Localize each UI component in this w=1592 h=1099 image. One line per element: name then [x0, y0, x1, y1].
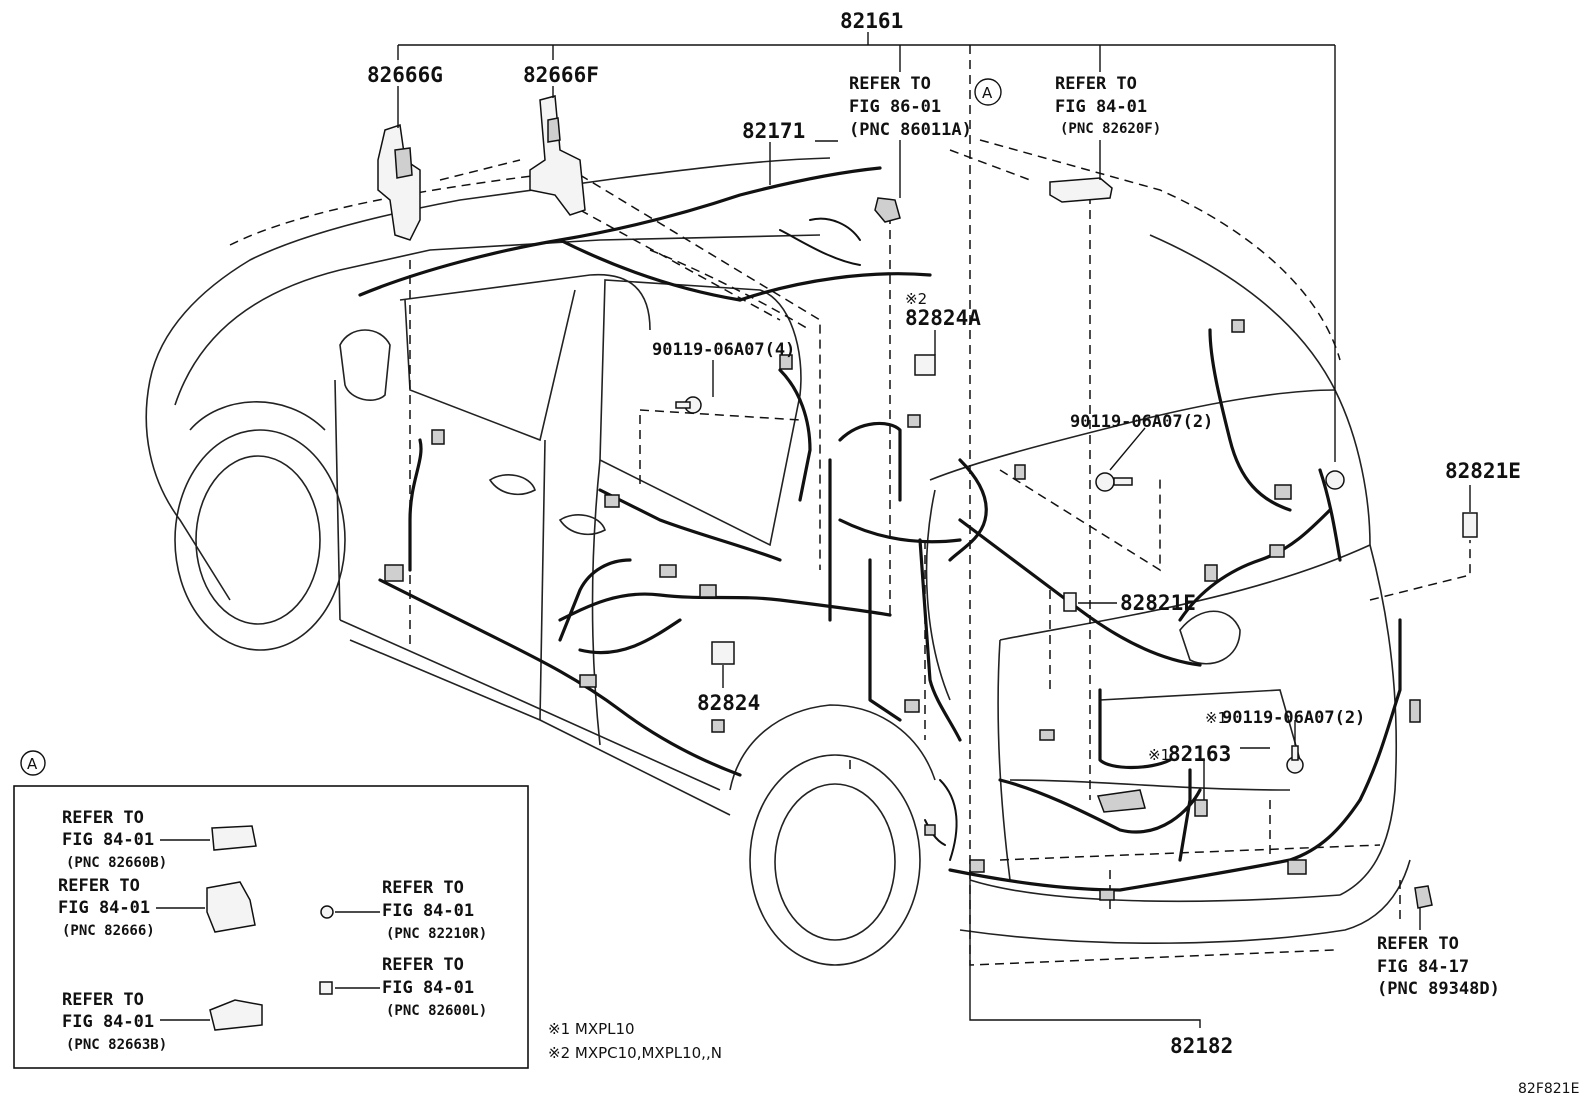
inset-5-line1: REFER TO: [382, 955, 464, 975]
label-82824a: 82824A: [905, 306, 981, 330]
bracket-82666f: [529, 95, 586, 216]
circle-a-marker: [974, 78, 1002, 106]
inset-3-line1: REFER TO: [62, 990, 144, 1010]
note-2: ※2 MXPC10,MXPL10,,N: [548, 1044, 722, 1062]
label-82821e-mid: 82821E: [1120, 591, 1196, 615]
label-82163: 82163: [1168, 742, 1231, 766]
inset-4-line3: (PNC 82210R): [386, 926, 487, 942]
refer-84-17-line1: REFER TO: [1377, 934, 1459, 954]
figure-code: 82F821E: [1518, 1081, 1579, 1097]
note-1: ※1 MXPL10: [548, 1020, 635, 1038]
bracket-82666g: [377, 124, 421, 241]
leader-lines: [397, 32, 1471, 1028]
inset-frame: [13, 785, 529, 1069]
inset-clip-82600l: [319, 981, 333, 995]
round-connector-right: [1325, 470, 1345, 490]
inset-4-line1: REFER TO: [382, 878, 464, 898]
connector-back-door: [1096, 789, 1146, 813]
block-82821e-right-part: [1462, 512, 1478, 538]
small-connectors: [384, 319, 1421, 901]
bolt-90119-2-part: [1095, 472, 1133, 492]
bolt-90119-4-part: [675, 396, 702, 414]
inset-3-line3: (PNC 82663B): [66, 1037, 167, 1053]
inset-1-line2: FIG 84-01: [62, 830, 154, 850]
inset-3-line2: FIG 84-01: [62, 1012, 154, 1032]
refer-84-top-line1: REFER TO: [1055, 74, 1137, 94]
clip-89348d: [1414, 885, 1433, 909]
inset-circle-letter: A: [27, 755, 38, 773]
inset-bracket-82666: [206, 881, 256, 933]
mark-82163: ※1: [1148, 746, 1170, 764]
inset-1-line3: (PNC 82660B): [66, 855, 167, 871]
label-82161: 82161: [840, 9, 903, 33]
inset-5-line3: (PNC 82600L): [386, 1003, 487, 1019]
wire-harness-routes: [358, 166, 1402, 892]
module-82620f: [1049, 177, 1113, 203]
label-82182: 82182: [1170, 1034, 1233, 1058]
footnotes: ※1 MXPL10 ※2 MXPC10,MXPL10,,N: [548, 1020, 722, 1062]
refer-86-line3: (PNC 86011A): [849, 120, 972, 140]
inset-2-line3: (PNC 82666): [62, 923, 155, 939]
inset-2-line2: FIG 84-01: [58, 898, 150, 918]
inset-connector-82660b: [211, 825, 257, 851]
mark-82824a: ※2: [905, 290, 927, 308]
refer-86-line2: FIG 86-01: [849, 97, 941, 117]
inset-4-line2: FIG 84-01: [382, 901, 474, 921]
inset-bracket-82663b: [209, 999, 263, 1031]
label-82824: 82824: [697, 691, 760, 715]
refer-84-top-line3: (PNC 82620F): [1060, 121, 1161, 137]
inset-1-line1: REFER TO: [62, 808, 144, 828]
refer-84-top-line2: FIG 84-01: [1055, 97, 1147, 117]
inset-a: A REFER TO FIG 84-01 (PNC 82660B) REFER …: [13, 750, 529, 1069]
refer-86-line1: REFER TO: [849, 74, 931, 94]
inset-grommet-82210r: [320, 905, 334, 919]
inset-2-line1: REFER TO: [58, 876, 140, 896]
connector-parts: [377, 95, 1478, 909]
mark-bolt-2b: ※1: [1205, 709, 1227, 727]
refer-84-17-line2: FIG 84-17: [1377, 957, 1469, 977]
label-bolt-4: 90119-06A07(4): [652, 340, 795, 360]
bolt-90119-2b-part: [1286, 745, 1304, 774]
label-82666f: 82666F: [523, 63, 599, 87]
refer-84-17-line3: (PNC 89348D): [1377, 979, 1500, 999]
label-82171: 82171: [742, 119, 805, 143]
inset-5-line2: FIG 84-01: [382, 978, 474, 998]
relay-82824a-part: [914, 354, 936, 376]
inset-circle-a: [20, 750, 46, 776]
circle-a-letter: A: [982, 84, 993, 102]
label-82821e-right: 82821E: [1445, 459, 1521, 483]
connector-86011a: [874, 197, 901, 223]
label-82666g: 82666G: [367, 63, 443, 87]
block-82821e-mid-part: [1063, 592, 1077, 612]
label-bolt-2: 90119-06A07(2): [1070, 412, 1213, 432]
part-labels: 82161 82666G 82666F 82171 REFER TO FIG 8…: [367, 9, 1579, 1097]
relay-82824-part: [711, 641, 735, 665]
vehicle-body-outline: [145, 157, 1411, 966]
label-bolt-2b: 90119-06A07(2): [1222, 708, 1365, 728]
